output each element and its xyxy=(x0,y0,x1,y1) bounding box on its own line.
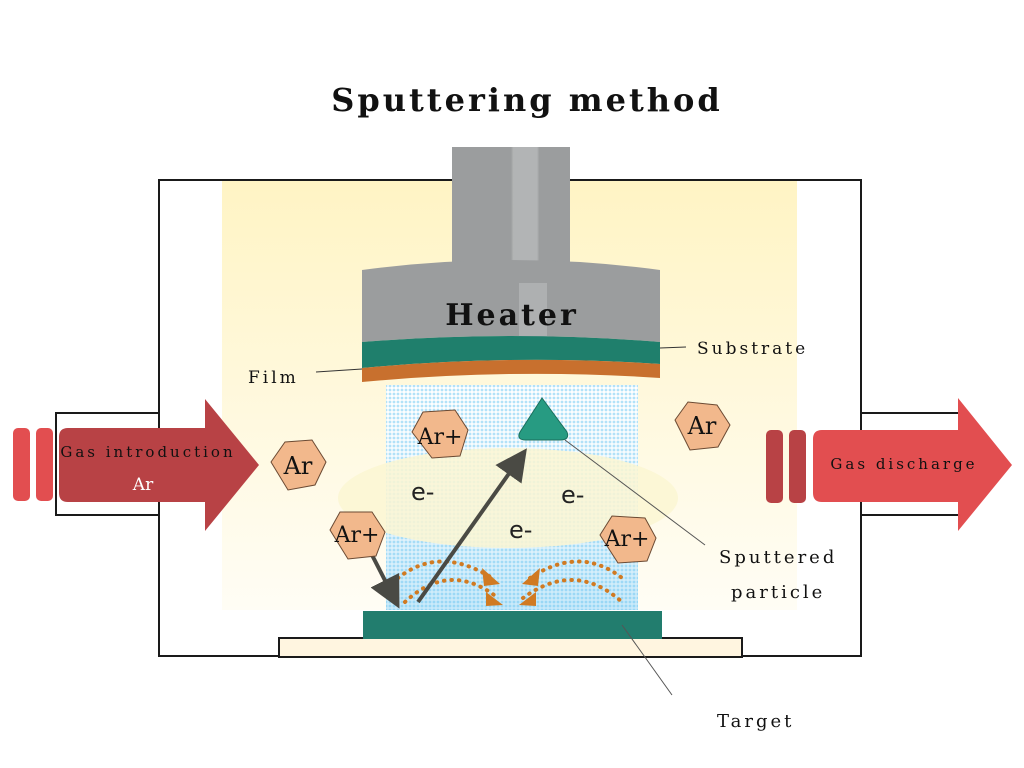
heater-label: Heater xyxy=(445,298,579,333)
gas-introduction-arrow: Gas introduction Ar xyxy=(13,399,259,531)
film xyxy=(362,359,660,382)
electron: e- xyxy=(411,478,434,506)
electron: e- xyxy=(509,516,532,544)
substrate-leader xyxy=(659,346,687,349)
gas-discharge-arrow: Gas discharge xyxy=(766,398,1012,531)
field-arrowheads xyxy=(482,568,540,606)
argon-atom: Ar xyxy=(270,439,327,491)
svg-text:Ar+: Ar+ xyxy=(604,527,650,552)
svg-text:Ar: Ar xyxy=(687,412,717,440)
sputtered-particle xyxy=(518,397,569,441)
target xyxy=(363,611,662,639)
gas-introduction-label: Gas introduction xyxy=(60,443,235,461)
heater-block xyxy=(362,260,660,342)
target-backing-plate xyxy=(278,637,743,658)
magnetic-field-arcs xyxy=(396,559,624,604)
svg-text:Ar: Ar xyxy=(283,452,313,480)
electron-cloud xyxy=(338,448,678,548)
argon-ion: Ar+ xyxy=(411,409,469,459)
argon-ion: Ar+ xyxy=(329,511,386,560)
electron: e- xyxy=(561,481,584,509)
film-label: Film xyxy=(248,368,299,388)
heater-shaft xyxy=(452,147,570,277)
diagram-title: Sputtering method xyxy=(331,81,722,119)
substrate xyxy=(362,336,660,368)
film-leader xyxy=(315,368,363,373)
sputtered-leader xyxy=(564,439,706,546)
argon-atom: Ar xyxy=(674,401,731,451)
target-leader xyxy=(621,624,673,696)
sputter-ejection-arrow xyxy=(416,448,527,604)
argon-ion: Ar+ xyxy=(599,515,657,564)
substrate-label: Substrate xyxy=(697,339,808,359)
gas-introduction-species: Ar xyxy=(132,475,154,495)
target-label: Target xyxy=(717,711,794,732)
svg-text:Ar+: Ar+ xyxy=(334,523,380,548)
sputtered-label-line2: particle xyxy=(731,582,825,603)
gas-discharge-label: Gas discharge xyxy=(830,455,977,473)
svg-text:Ar+: Ar+ xyxy=(417,425,463,450)
ion-impact-arrow xyxy=(370,554,400,609)
sputtered-label-line1: Sputtered xyxy=(719,547,837,568)
